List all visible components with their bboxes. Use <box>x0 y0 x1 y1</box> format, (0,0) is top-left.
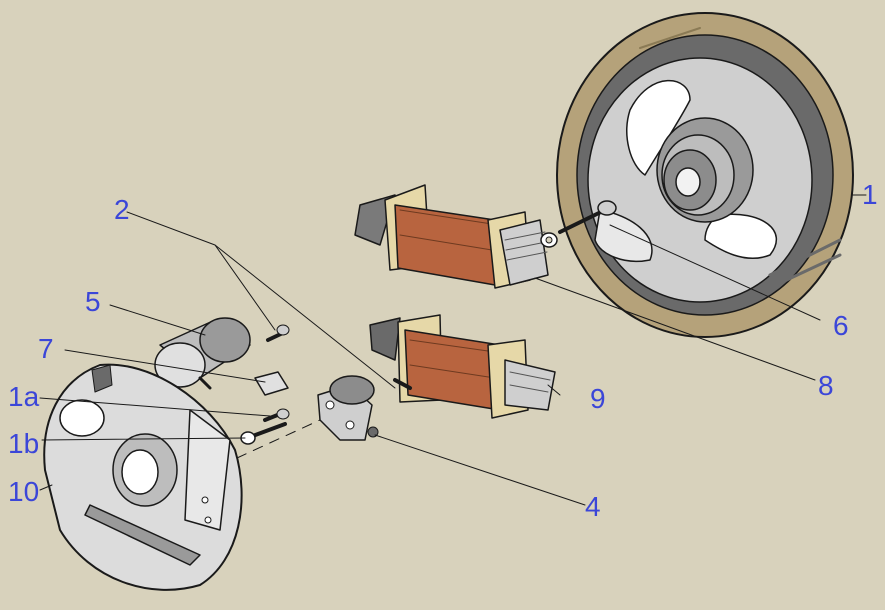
lower-coil <box>369 314 556 419</box>
leader-lines <box>39 194 867 506</box>
upper-coil <box>354 184 549 289</box>
flywheel <box>556 12 854 338</box>
callout-7: 7 <box>38 333 54 364</box>
callout-1b: 1b <box>8 428 40 459</box>
contact-breaker <box>317 375 379 441</box>
callout-5: 5 <box>85 286 101 317</box>
callout-1a: 1a <box>8 381 40 412</box>
callout-2: 2 <box>114 194 130 225</box>
callout-9: 9 <box>590 383 606 414</box>
callout-4: 4 <box>585 491 601 522</box>
coil-screw <box>540 200 617 248</box>
callout-6: 6 <box>833 310 849 341</box>
callout-1: 1 <box>862 179 878 210</box>
condenser <box>154 317 251 390</box>
callout-8: 8 <box>818 370 834 401</box>
base-plate <box>43 363 243 591</box>
small-parts <box>240 324 290 445</box>
callout-10: 10 <box>8 476 40 507</box>
